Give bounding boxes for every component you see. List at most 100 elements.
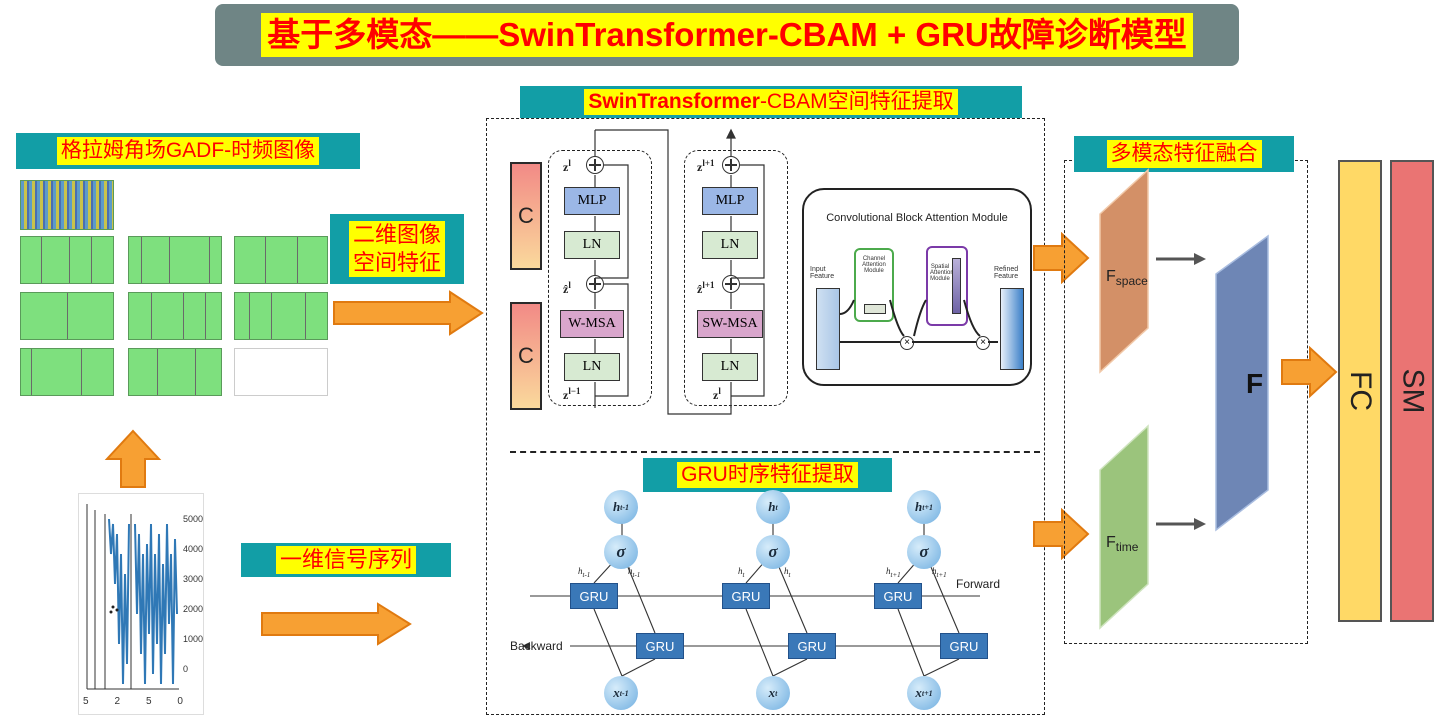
right-arrow-icon xyxy=(261,602,412,646)
signal-label: 一维信号序列 xyxy=(275,546,416,574)
y-tick: 2000 xyxy=(183,604,204,614)
forward-hidden-label: ht-1 xyxy=(578,566,591,579)
cbam-refined-label: Refined Feature xyxy=(994,266,1019,280)
cbam-input-feature xyxy=(816,288,840,370)
add-icon xyxy=(586,275,604,293)
cbam-input-label: Input Feature xyxy=(810,266,835,280)
cbam-channel-feature xyxy=(864,304,886,314)
arrow-icon xyxy=(1156,253,1206,265)
signal-plot: 5000 4000 3000 2000 1000 0 5 2 5 0 xyxy=(78,493,204,715)
backward-hidden-label: ht xyxy=(784,566,791,579)
gadf-image-grid xyxy=(14,176,330,402)
swin-label-bold: SwinTransformer xyxy=(588,90,760,113)
gadf-label-box: 格拉姆角场GADF-时频图像 xyxy=(16,133,360,169)
gadf-tile-top xyxy=(20,180,114,230)
right-arrow-icon xyxy=(333,290,484,336)
softmax-layer: SM xyxy=(1390,160,1434,622)
concat-label: C xyxy=(518,203,534,228)
y-tick: 0 xyxy=(183,664,189,674)
gadf-tile xyxy=(234,348,328,396)
cbam-channel-label: Channel Attention Module xyxy=(862,256,886,274)
cbam-refined-feature xyxy=(1000,288,1024,370)
cbam-spatial-label: Spatial Attention Module xyxy=(930,264,954,282)
ln-block: LN xyxy=(702,353,758,381)
gru-label-box: GRU时序特征提取 xyxy=(643,458,892,492)
gru-forward-cell: GRU xyxy=(570,583,618,609)
signal-waveform xyxy=(86,504,179,690)
y-tick: 5000 xyxy=(183,514,204,524)
fusion-label-box: 多模态特征融合 xyxy=(1074,136,1294,172)
section-divider xyxy=(510,451,1040,453)
swin-label-box: SwinTransformer-CBAM空间特征提取 xyxy=(520,86,1022,118)
ln-block: LN xyxy=(702,231,758,259)
fused-feature-label: F xyxy=(1246,368,1264,399)
up-arrow-icon xyxy=(104,429,162,488)
y-tick-labels: 5000 4000 3000 2000 1000 0 xyxy=(183,500,203,688)
gadf-tile xyxy=(20,236,114,284)
concat-block: C xyxy=(510,302,542,410)
ln-block: LN xyxy=(564,231,620,259)
gadf-tile xyxy=(20,348,114,396)
gadf-tile xyxy=(128,348,222,396)
image-feature-label-line2: 空间特征 xyxy=(348,249,445,277)
gru-backward-cell: GRU xyxy=(636,633,684,659)
f-space-label: Fspace xyxy=(1106,268,1148,289)
swin-connectors xyxy=(594,128,765,415)
sw-msa-block: SW-MSA xyxy=(697,310,763,338)
right-arrow-icon xyxy=(1281,346,1338,398)
add-icon xyxy=(722,156,740,174)
sigma-node: σ xyxy=(907,535,941,569)
swin-label-rest: -CBAM空间特征提取 xyxy=(759,90,954,113)
forward-label: Forward xyxy=(956,577,1001,591)
forward-hidden-label: ht+1 xyxy=(886,566,901,579)
x-tick-labels: 5 2 5 0 xyxy=(83,696,183,707)
forward-hidden-label: ht xyxy=(738,566,745,579)
z-label: zl xyxy=(563,158,571,174)
y-tick: 4000 xyxy=(183,544,204,554)
z-hat-label: ẑl xyxy=(563,280,571,296)
z-hat-label: ẑl+1 xyxy=(697,280,715,296)
gru-forward-cell: GRU xyxy=(874,583,922,609)
backward-label: Backward xyxy=(510,639,563,653)
concat-label: C xyxy=(518,343,534,368)
fc-label: FC xyxy=(1344,371,1377,411)
x-tick: 0 xyxy=(177,696,183,707)
swin-label: SwinTransformer-CBAM空间特征提取 xyxy=(584,89,958,115)
swin-block-1 xyxy=(548,150,652,406)
signal-label-box: 一维信号序列 xyxy=(241,543,451,577)
cbam-flow-lines xyxy=(839,299,998,343)
arrow-icon xyxy=(1156,518,1206,530)
ln-block: LN xyxy=(564,353,620,381)
fc-layer: FC xyxy=(1338,160,1382,622)
title-banner: 基于多模态——SwinTransformer-CBAM + GRU故障诊断模型 xyxy=(215,4,1239,66)
cbam-spatial-feature xyxy=(952,258,961,314)
cbam-spatial-box: Spatial Attention Module xyxy=(926,246,968,326)
z-label: zl+1 xyxy=(697,158,715,174)
mlp-block: MLP xyxy=(702,187,758,215)
gru-connectors xyxy=(522,518,988,677)
gadf-tile xyxy=(128,292,222,340)
y-tick: 3000 xyxy=(183,574,204,584)
gadf-tile xyxy=(234,292,328,340)
gru-label: GRU时序特征提取 xyxy=(677,462,858,488)
sigma-node: σ xyxy=(604,535,638,569)
mlp-block: MLP xyxy=(564,187,620,215)
backward-hidden-label: ht-1 xyxy=(628,566,641,579)
sigma-node: σ xyxy=(756,535,790,569)
right-arrow-icon xyxy=(1033,232,1090,284)
z-label: zl xyxy=(713,386,721,402)
backward-hidden-label: ht+1 xyxy=(932,566,947,579)
sm-label: SM xyxy=(1396,368,1429,414)
x-tick: 2 xyxy=(114,696,121,707)
w-msa-block: W-MSA xyxy=(560,310,624,338)
gru-backward-cell: GRU xyxy=(788,633,836,659)
add-icon xyxy=(722,275,740,293)
x-tick: 5 xyxy=(83,696,89,707)
f-time-label: Ftime xyxy=(1106,534,1139,555)
